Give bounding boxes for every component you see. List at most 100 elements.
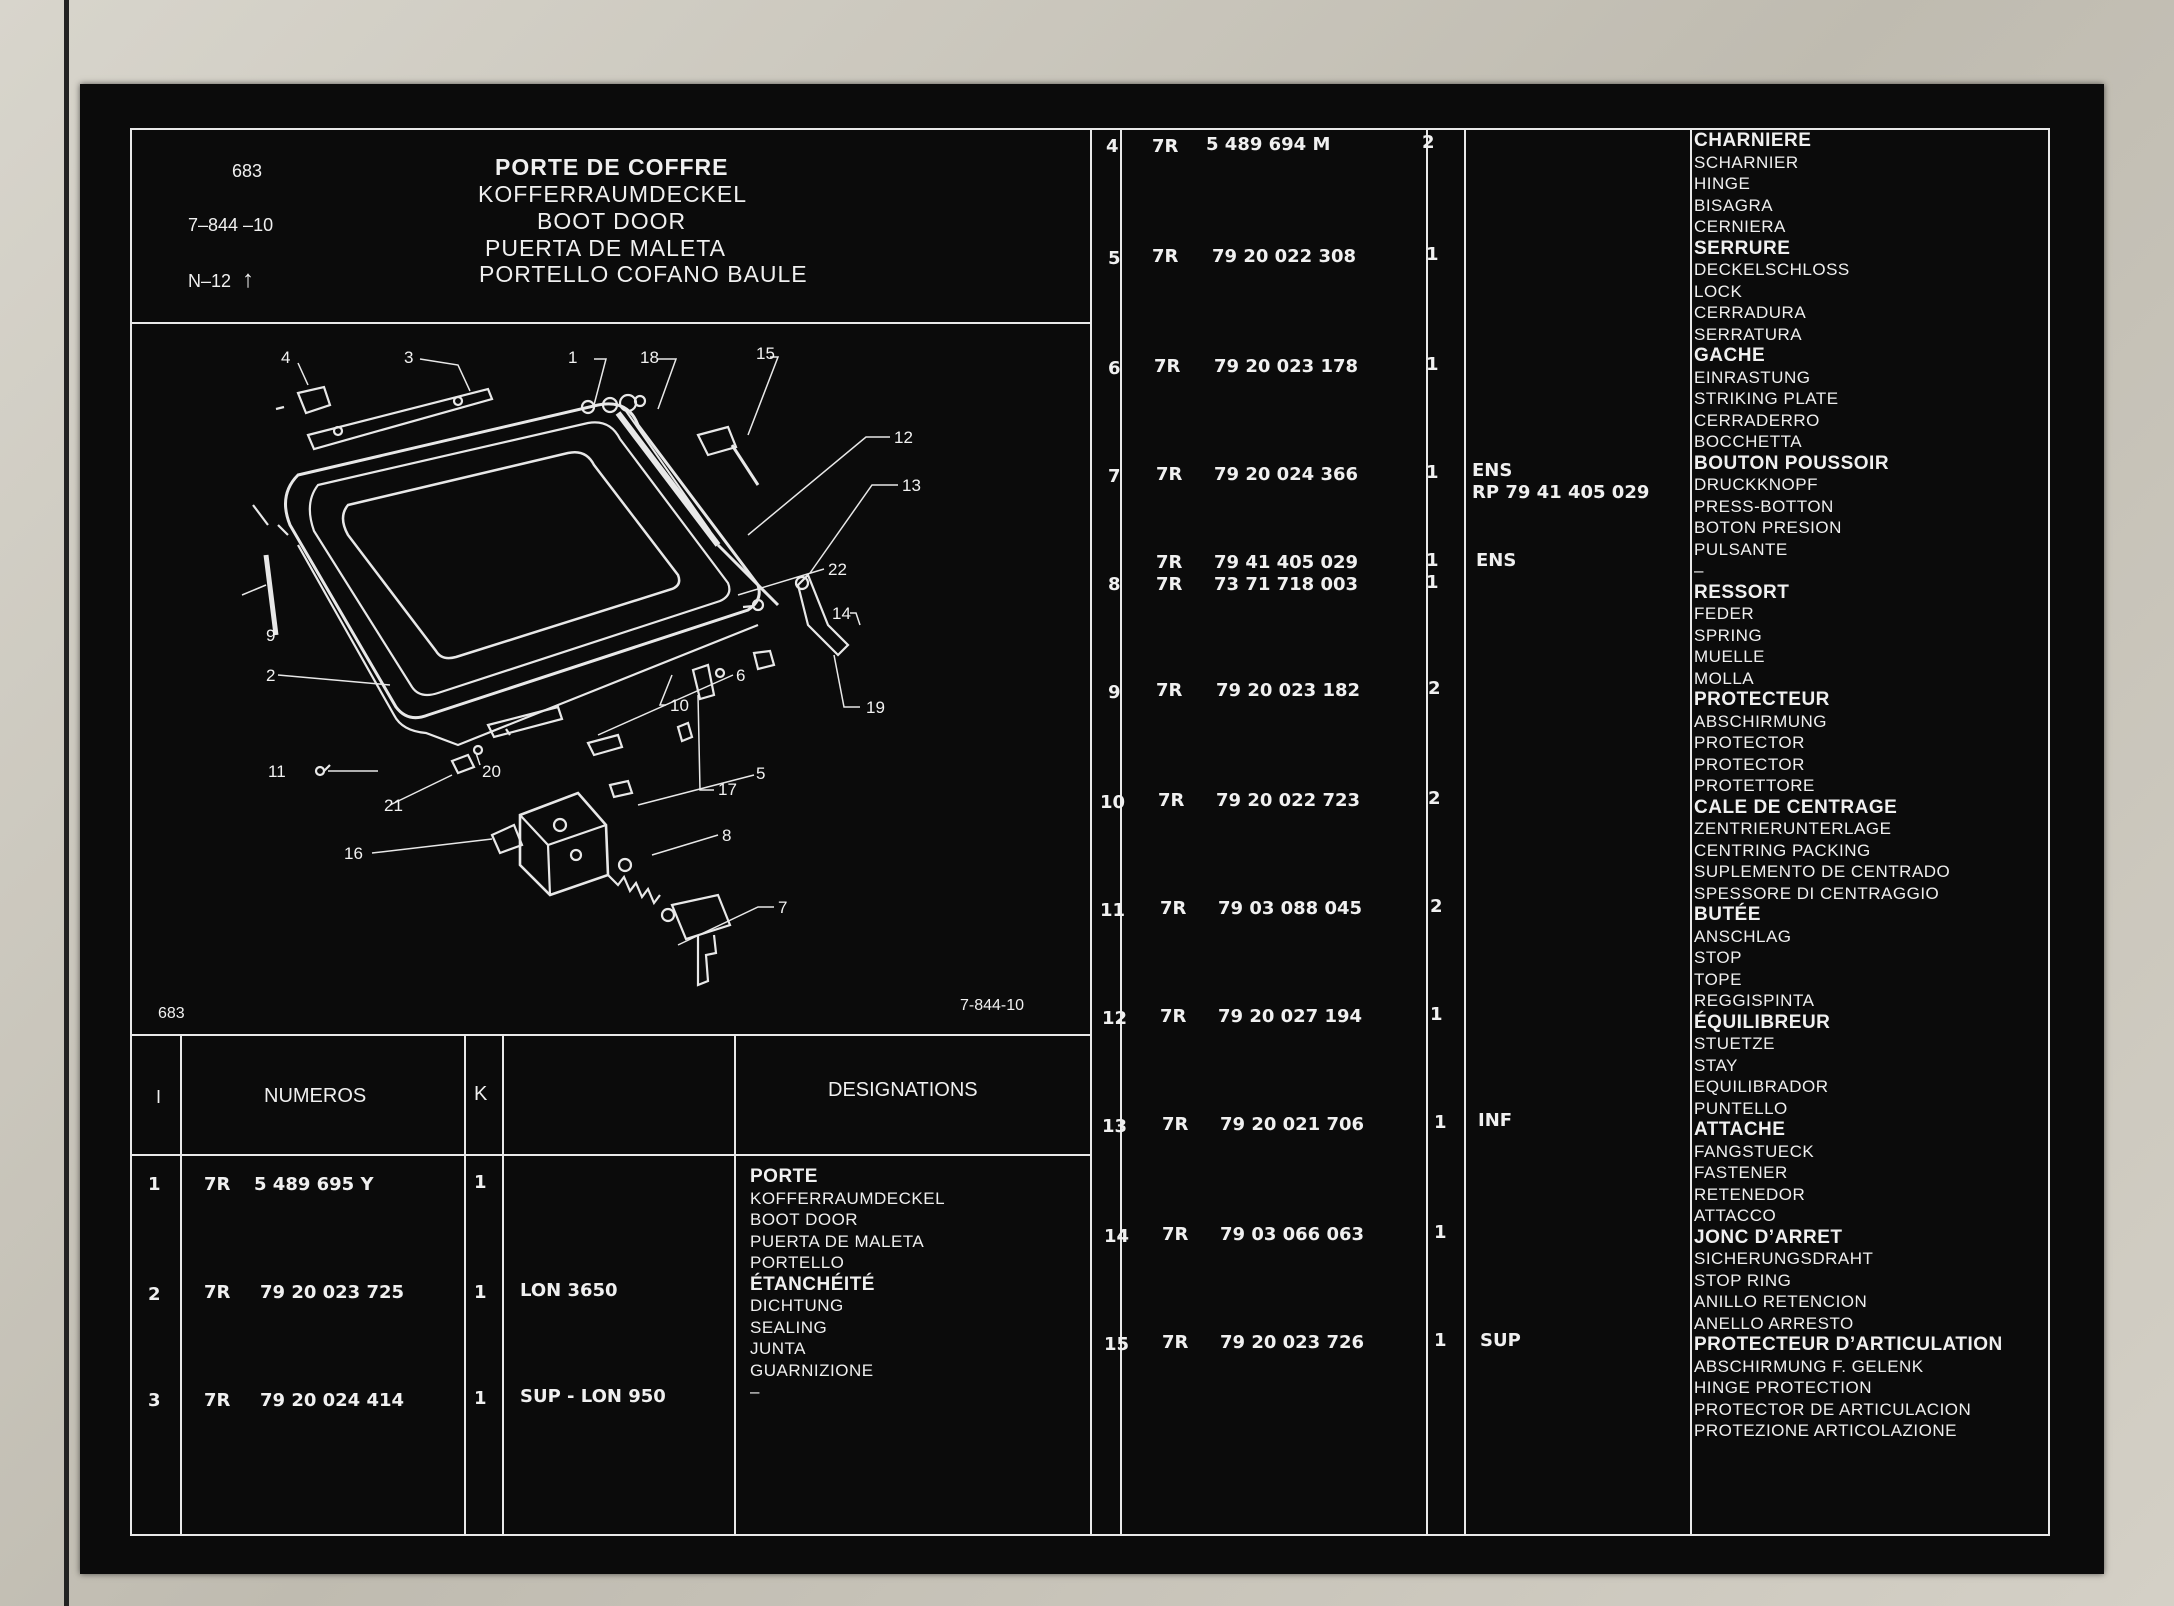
designation-line: BOOT DOOR bbox=[750, 1210, 859, 1229]
designation-line: MUELLE bbox=[1694, 647, 1766, 666]
designation-line: EQUILIBRADOR bbox=[1694, 1077, 1829, 1096]
title-en: BOOT DOOR bbox=[537, 208, 687, 234]
title-de: KOFFERRAUMDECKEL bbox=[478, 181, 748, 207]
designation-group-title: ATTACHE bbox=[1694, 1119, 1786, 1140]
col-divider-left-2 bbox=[464, 1034, 466, 1534]
designation-line: SCHARNIER bbox=[1694, 152, 1799, 172]
row-9-index: 9 bbox=[1108, 682, 1121, 703]
designation-group-title: RESSORT bbox=[1694, 581, 1790, 603]
designation-line: PULSANTE bbox=[1694, 539, 1788, 559]
designation-line: CERNIERA bbox=[1694, 217, 1786, 236]
designation-line: BISAGRA bbox=[1694, 195, 1774, 215]
col-divider-right-3 bbox=[1464, 128, 1466, 1536]
row-1-index: 1 bbox=[148, 1174, 161, 1195]
row-8-qty2: 1 bbox=[1426, 572, 1439, 593]
row-2-prefix: 7R bbox=[204, 1282, 231, 1303]
designation-group-title: ÉQUILIBREUR bbox=[1694, 1011, 1831, 1033]
callout-8: 8 bbox=[722, 826, 731, 845]
row-5-prefix: 7R bbox=[1152, 246, 1179, 267]
col-header-index: I bbox=[156, 1087, 162, 1107]
designation-line: SICHERUNGSDRAHT bbox=[1694, 1249, 1874, 1268]
row-13-number: 79 20 021 706 bbox=[1220, 1114, 1365, 1135]
row-2-qty: 1 bbox=[474, 1282, 487, 1303]
row-3-prefix: 7R bbox=[204, 1390, 231, 1411]
exploded-view-diagram: 4 3 1 18 15 12 13 22 14 19 10 17 6 5 7 8… bbox=[241, 344, 921, 987]
designation-line: PRESS-BOTTON bbox=[1694, 496, 1834, 516]
designation-etancheite: ÉTANCHÉITÉ bbox=[750, 1273, 875, 1295]
designation-line: HINGE bbox=[1694, 174, 1751, 193]
illustration-caption-right: 7-844-10 bbox=[960, 997, 1025, 1014]
row-10-qty: 2 bbox=[1428, 788, 1441, 809]
film-edge bbox=[64, 0, 69, 1606]
illustration-divider bbox=[130, 1034, 1092, 1036]
callout-2: 2 bbox=[266, 666, 275, 685]
row-7-number: 79 20 024 366 bbox=[1214, 464, 1359, 485]
designation-line: JUNTA bbox=[750, 1339, 807, 1358]
frame-right bbox=[2048, 128, 2050, 1536]
designation-line: LOCK bbox=[1694, 281, 1743, 301]
row-4-qty: 2 bbox=[1422, 132, 1435, 153]
row-13-qty: 1 bbox=[1434, 1112, 1447, 1133]
row-14-index: 14 bbox=[1104, 1226, 1130, 1247]
row-8-number2: 73 71 718 003 bbox=[1214, 574, 1359, 595]
designation-line: SUPLEMENTO DE CENTRADO bbox=[1694, 862, 1951, 881]
designation-porte: PORTE bbox=[750, 1166, 818, 1187]
designation-line: CERRADURA bbox=[1694, 303, 1807, 322]
designation-line: MOLLA bbox=[1694, 668, 1755, 688]
group-number: 683 bbox=[232, 161, 263, 181]
callout-22: 22 bbox=[828, 560, 847, 579]
row-10-number: 79 20 022 723 bbox=[1216, 790, 1361, 811]
row-12-number: 79 20 027 194 bbox=[1218, 1006, 1363, 1027]
designation-group-title: BUTÉE bbox=[1694, 904, 1761, 925]
designation-line: ABSCHIRMUNG bbox=[1694, 711, 1828, 731]
row-15-prefix: 7R bbox=[1162, 1332, 1189, 1353]
callout-14: 14 bbox=[832, 604, 851, 623]
row-11-qty: 2 bbox=[1430, 896, 1443, 917]
title-fr: PORTE DE COFFRE bbox=[495, 154, 729, 180]
designation-line: CENTRING PACKING bbox=[1694, 840, 1871, 860]
designation-line: – bbox=[1694, 561, 1704, 580]
designation-line: STRIKING PLATE bbox=[1694, 389, 1839, 408]
designation-line: SPESSORE DI CENTRAGGIO bbox=[1694, 883, 1940, 903]
title-es: PUERTA DE MALETA bbox=[485, 235, 726, 261]
designation-line: PUNTELLO bbox=[1694, 1098, 1788, 1118]
designation-line: ANILLO RETENCION bbox=[1694, 1292, 1868, 1311]
designation-line: HINGE PROTECTION bbox=[1694, 1378, 1873, 1397]
callout-19: 19 bbox=[866, 698, 885, 717]
row-15-number: 79 20 023 726 bbox=[1220, 1332, 1365, 1353]
row-9-qty: 2 bbox=[1428, 678, 1441, 699]
row-7-prefix: 7R bbox=[1156, 464, 1183, 485]
designation-group-title: BOUTON POUSSOIR bbox=[1694, 452, 1890, 474]
designation-line: SPRING bbox=[1694, 625, 1763, 645]
left-designation-list: PORTE KOFFERRAUMDECKEL BOOT DOOR PUERTA … bbox=[750, 1166, 945, 1403]
designation-line: STAY bbox=[1694, 1055, 1738, 1075]
designation-line: PROTETTORE bbox=[1694, 776, 1815, 795]
col-divider-left-3 bbox=[502, 1034, 504, 1534]
row-11-number: 79 03 088 045 bbox=[1218, 898, 1363, 919]
col-divider-right-1 bbox=[1120, 128, 1122, 1536]
row-13-note: INF bbox=[1478, 1110, 1513, 1131]
designation-group-title: PROTECTEUR D’ARTICULATION bbox=[1694, 1334, 2003, 1355]
row-1-qty: 1 bbox=[474, 1172, 487, 1193]
row-4-prefix: 7R bbox=[1152, 136, 1179, 157]
frame-left bbox=[130, 128, 132, 1536]
designation-line: KOFFERRAUMDECKEL bbox=[750, 1188, 946, 1208]
designation-line: FEDER bbox=[1694, 604, 1755, 623]
row-8-qty: 1 bbox=[1426, 550, 1439, 571]
row-2-number: 79 20 023 725 bbox=[260, 1282, 405, 1303]
row-10-index: 10 bbox=[1100, 792, 1126, 813]
col-header-designations: DESIGNATIONS bbox=[828, 1079, 978, 1101]
row-5-qty: 1 bbox=[1426, 244, 1439, 265]
row-15-note: SUP bbox=[1480, 1330, 1521, 1351]
designation-line: CERRADERRO bbox=[1694, 410, 1820, 430]
revision-label: N–12 ↑ bbox=[188, 266, 255, 293]
callout-13: 13 bbox=[902, 476, 921, 495]
row-15-index: 15 bbox=[1104, 1334, 1130, 1355]
row-7-qty: 1 bbox=[1426, 462, 1439, 483]
row-2-index: 2 bbox=[148, 1284, 161, 1305]
row-1-number: 5 489 695 Y bbox=[254, 1174, 374, 1195]
row-14-prefix: 7R bbox=[1162, 1224, 1189, 1245]
callout-6: 6 bbox=[736, 666, 745, 685]
designation-line: PROTECTOR DE ARTICULACION bbox=[1694, 1399, 1972, 1419]
designation-line: SERRATURA bbox=[1694, 324, 1803, 344]
